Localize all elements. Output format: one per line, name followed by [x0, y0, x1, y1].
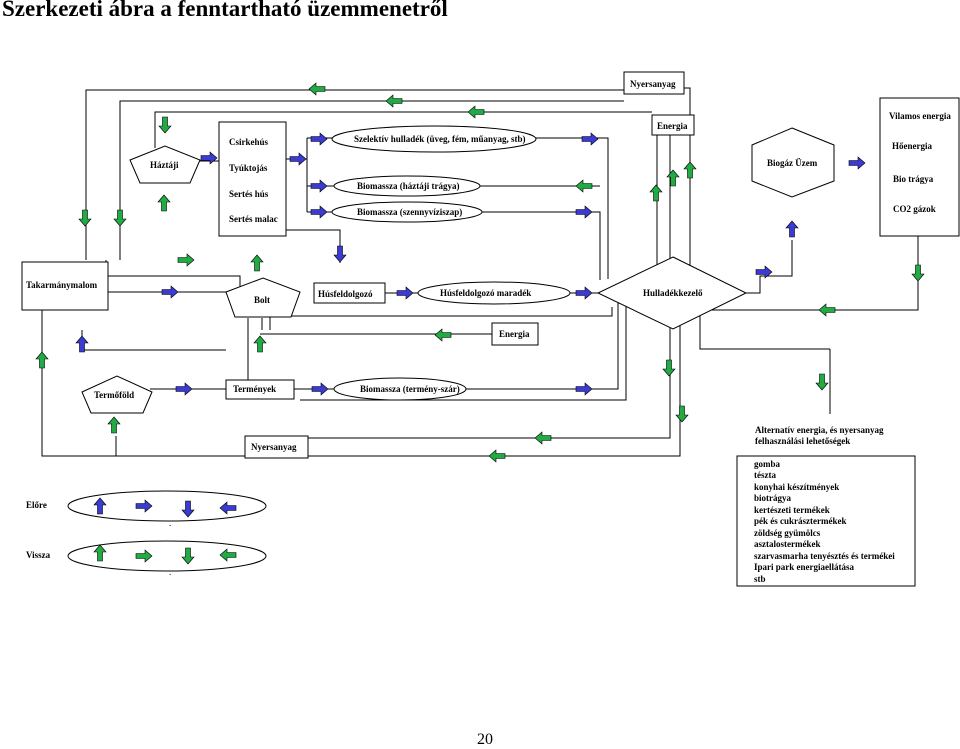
product-tyuktojas: Tyúktojás [229, 163, 268, 173]
alt-item: kertészeti termékek [754, 505, 830, 515]
bolt-label: Bolt [254, 295, 270, 305]
hulladekkezelo-label: Hulladékkezelő [643, 288, 703, 298]
termenyek-label: Termények [233, 384, 276, 394]
green-arrow-icon [666, 169, 680, 187]
alt-item: asztalostermékek [754, 539, 820, 549]
green-arrow-icon [177, 253, 195, 267]
termofold-label: Termőföld [94, 390, 134, 400]
green-arrow-icon [434, 328, 452, 342]
blue-arrow-icon [289, 152, 307, 166]
husfeldolgozo-label: Húsfeldolgozó [318, 289, 373, 299]
green-arrow-icon [488, 449, 506, 463]
product-sertes-hus: Sertés hús [229, 189, 269, 199]
energia-top-label: Energia [657, 121, 688, 131]
blue-arrow-icon [311, 382, 329, 396]
blue-arrow-icon [310, 179, 328, 193]
green-arrow-icon [308, 82, 326, 96]
alternatives-heading-2: felhasználási lehetőségek [755, 436, 850, 446]
alt-item: konyhai készítmények [754, 482, 839, 492]
green-arrow-icon [675, 405, 689, 423]
blue-arrow-icon [848, 156, 866, 170]
output-biotragya: Bio trágya [893, 174, 934, 184]
legend-elore-label: Előre [26, 500, 47, 510]
product-sertes-malac: Sertés malac [229, 214, 278, 224]
haztaji-label: Háztáji [150, 160, 179, 170]
husfeldolgozo-maradek-label: Húsfeldolgozó maradék [440, 288, 531, 298]
alt-item: tészta [754, 470, 776, 480]
blue-arrow-icon [333, 245, 347, 263]
blue-arrow-icon [310, 132, 328, 146]
green-arrow-icon [818, 303, 836, 317]
alt-item: gomba [754, 459, 781, 469]
blue-arrow-icon [310, 205, 328, 219]
biomassza-szenny-label: Biomassza (szennyvíziszap) [357, 207, 462, 217]
energia-mid-label: Energia [499, 329, 530, 339]
legend-dot: . [169, 567, 171, 577]
nyersanyag-top-label: Nyersanyag [630, 79, 676, 89]
green-arrow-icon [575, 179, 593, 193]
takarmanymalom-label: Takarmánymalom [26, 280, 98, 290]
green-arrow-icon [158, 116, 172, 134]
blue-arrow-icon [175, 382, 193, 396]
labels: Nyersanyag Energia Háztáji Csirkehús Tyú… [26, 79, 951, 577]
green-arrow-icon [157, 194, 171, 212]
blue-arrow-icon [581, 132, 599, 146]
page-title: Szerkezeti ábra a fenntartható üzemmenet… [2, 0, 448, 21]
connector-lines [41, 87, 919, 457]
green-arrow-icon [649, 184, 663, 202]
blue-arrow-icon [575, 382, 593, 396]
alt-item: pék és cukrásztermékek [754, 516, 846, 526]
alternatives-list: gomba tészta konyhai készítmények biotrá… [754, 459, 895, 584]
page-number: 20 [477, 731, 493, 748]
alt-item: Ipari park energiaellátása [754, 562, 854, 572]
alt-item: stb [754, 574, 766, 584]
blue-arrow-icon [161, 285, 179, 299]
legend-dot: . [169, 518, 171, 528]
green-arrow-icon [467, 105, 485, 119]
output-co2: CO2 gázok [893, 204, 936, 214]
alt-item: zöldség gyümölcs [754, 528, 821, 538]
blue-arrow-icon [396, 286, 414, 300]
legend-vissza-label: Vissza [26, 550, 51, 560]
output-hoenergia: Hőenergia [892, 141, 932, 151]
product-csirkehus: Csirkehús [229, 137, 269, 147]
nyersanyag-bottom-label: Nyersanyag [251, 442, 297, 452]
alternatives-heading-1: Alternatív energia, és nyersanyag [755, 425, 884, 435]
green-arrow-icon [534, 431, 552, 445]
blue-arrow-icon [200, 151, 218, 165]
biomassza-haztaji-label: Biomassza (háztáji trágya) [357, 181, 459, 191]
alt-item: szarvasmarha tenyésztés és termékei [754, 551, 895, 561]
biomassza-termeny-label: Biomassza (termény-szár) [360, 384, 460, 394]
shapes [21, 71, 960, 587]
green-arrow-icon [683, 161, 697, 179]
szelektiv-label: Szelektív hulladék (üveg, fém, műanyag, … [354, 134, 526, 144]
green-arrow-icon [35, 351, 49, 369]
green-arrow-icon [815, 373, 829, 391]
green-arrow-icon [78, 209, 92, 227]
alt-item: biotrágya [754, 493, 791, 503]
output-villamos: Vilamos energia [889, 111, 951, 121]
green-arrow-icon [113, 209, 127, 227]
green-arrow-icon [662, 359, 676, 377]
green-arrow-icon [107, 416, 121, 434]
blue-arrow-icon [575, 205, 593, 219]
green-arrow-icon [253, 335, 267, 353]
green-arrow-icon [385, 94, 403, 108]
green-arrow-icon [911, 264, 925, 282]
blue-arrow-icon [785, 220, 799, 238]
biogaz-label: Biogáz Üzem [767, 158, 818, 168]
green-arrow-icon [250, 254, 264, 272]
blue-arrow-icon [575, 286, 593, 300]
